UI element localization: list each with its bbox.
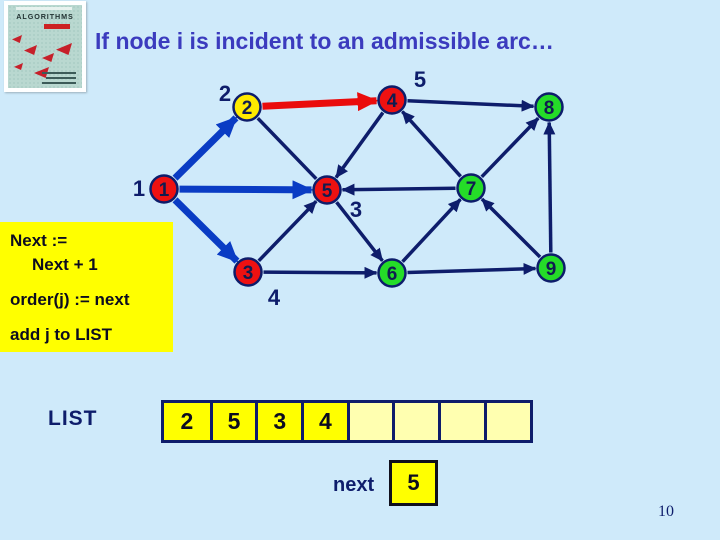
graph-edges — [172, 92, 556, 279]
list-cell-2: 5 — [209, 403, 256, 440]
next-value-box: 5 — [389, 460, 438, 506]
graph-edge-9-8 — [543, 121, 556, 253]
order-label-node-3: 4 — [268, 285, 281, 310]
bird-shape — [42, 53, 54, 62]
graph-edge-1-2 — [172, 115, 239, 181]
list-cell-1: 2 — [164, 403, 210, 440]
graph-nodes: 1 2 3 4 5 6 7 8 9 — [149, 85, 566, 288]
book-author-line — [42, 82, 76, 84]
pseudocode-box: Next := Next + 1 order(j) := next add j … — [0, 222, 173, 352]
list-cell-7 — [438, 403, 484, 440]
order-label-node-5: 3 — [350, 197, 362, 222]
order-label-node-1: 1 — [133, 176, 145, 201]
book-author-line — [46, 77, 76, 79]
bird-shape — [34, 67, 49, 78]
list-cell-4: 4 — [301, 403, 347, 440]
graph-node-label-6: 6 — [387, 264, 398, 285]
graph-node-3 — [233, 257, 263, 287]
graph-edge-4-8 — [407, 98, 535, 112]
list-cell-8 — [483, 403, 530, 440]
graph-edge-3-5 — [257, 199, 318, 263]
bird-shape — [12, 35, 22, 43]
graph-node-label-3: 3 — [243, 263, 254, 284]
graph-edge-2-5 — [256, 116, 318, 181]
book-cover-red-bar — [44, 24, 70, 29]
list-cell-3: 3 — [255, 403, 302, 440]
code-line-add-to-list: add j to LIST — [10, 325, 112, 344]
graph-node-9 — [536, 253, 566, 283]
graph-node-2 — [232, 92, 262, 122]
book-cover-topline — [16, 7, 72, 10]
book-cover: ALGORITHMS — [4, 1, 86, 92]
book-cover-title: ALGORITHMS — [16, 12, 74, 21]
book-cover-art: ALGORITHMS — [8, 5, 82, 88]
code-line-next-assign: Next := — [10, 231, 68, 250]
list-cell-5 — [346, 403, 393, 440]
list-cell-6 — [392, 403, 439, 440]
graph-edge-9-7 — [480, 197, 542, 259]
graph-node-label-2: 2 — [242, 98, 253, 119]
code-line-next-plus-one: Next + 1 — [32, 255, 98, 274]
slide-title: If node i is incident to an admissible a… — [95, 28, 554, 54]
graph-edge-2-4 — [262, 92, 379, 112]
graph-edge-1-3 — [172, 197, 240, 264]
graph-node-5 — [312, 175, 342, 205]
graph-edge-3-6 — [263, 266, 378, 279]
graph-node-label-9: 9 — [546, 259, 557, 280]
order-label-node-2: 2 — [219, 81, 231, 106]
graph-node-label-5: 5 — [322, 181, 333, 202]
graph-node-1 — [149, 174, 179, 204]
bird-shape — [24, 45, 37, 55]
next-label: next — [333, 474, 375, 496]
graph-edge-7-4 — [401, 110, 462, 178]
graph-node-label-1: 1 — [159, 180, 170, 201]
graph-node-label-4: 4 — [387, 91, 398, 112]
graph-node-7 — [456, 173, 486, 203]
graph-edge-1-5 — [179, 180, 314, 200]
graph-edge-6-9 — [407, 262, 537, 275]
list-label: LIST — [48, 407, 98, 430]
page-number: 10 — [658, 503, 674, 520]
graph-node-8 — [534, 92, 564, 122]
graph-edge-7-5 — [341, 183, 456, 196]
graph-node-label-8: 8 — [544, 98, 555, 119]
graph-node-4 — [377, 85, 407, 115]
graph-edge-4-5 — [334, 111, 385, 179]
bird-shape — [14, 63, 23, 70]
book-author-line — [42, 72, 76, 74]
graph-node-6 — [377, 258, 407, 288]
graph-edge-6-7 — [401, 198, 462, 263]
graph-edge-7-8 — [480, 116, 540, 179]
code-line-order-assign: order(j) := next — [10, 290, 130, 309]
graph-edge-5-6 — [335, 201, 384, 262]
order-label-node-4: 5 — [414, 67, 426, 92]
graph-node-label-7: 7 — [466, 179, 477, 200]
